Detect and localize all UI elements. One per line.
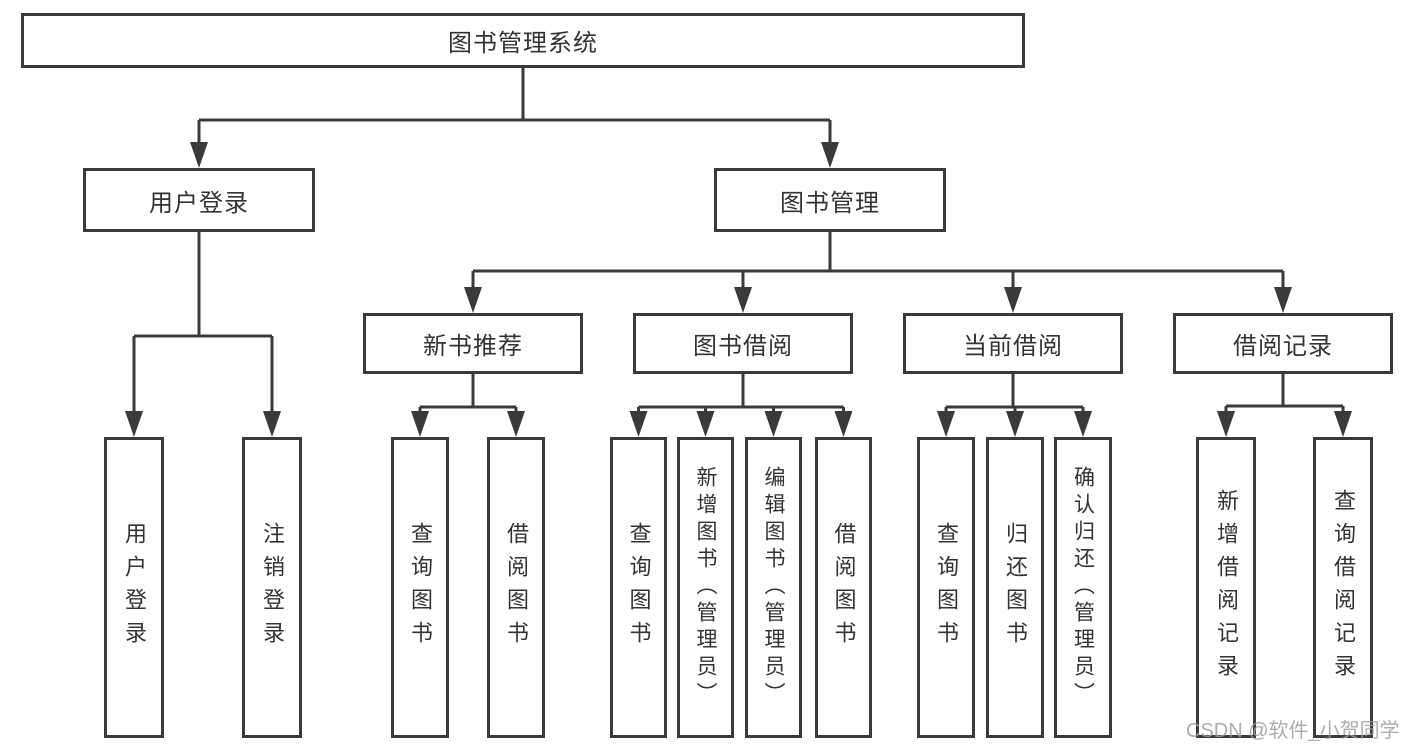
leaf-label: 借阅图书: [504, 521, 529, 654]
leaf-query-books-recommend: 查询图书: [391, 437, 449, 738]
leaf-edit-books-admin: 编辑图书（管理员）: [745, 437, 802, 738]
leaf-query-books-current: 查询图书: [917, 437, 975, 738]
leaf-label: 编辑图书（管理员）: [762, 466, 785, 709]
leaf-label: 用户登录: [122, 521, 147, 654]
leaf-label: 确认归还（管理员）: [1071, 466, 1095, 709]
csdn-watermark: CSDN @软件_小贺同学: [1186, 720, 1400, 742]
leaf-add-borrow-record: 新增借阅记录: [1196, 437, 1256, 738]
leaf-label: 查询图书: [408, 521, 433, 654]
node-label: 图书管理: [780, 189, 880, 217]
leaf-query-books-borrowing: 查询图书: [610, 437, 667, 738]
node-label: 用户登录: [149, 189, 249, 217]
leaf-label: 借阅图书: [831, 521, 857, 654]
node-new-book-recommend: 新书推荐: [363, 313, 583, 374]
leaf-label: 查询借阅记录: [1331, 488, 1356, 687]
node-book-borrowing: 图书借阅: [633, 313, 853, 374]
node-label: 新书推荐: [423, 333, 523, 360]
leaf-label: 归还图书: [1003, 521, 1028, 654]
node-label: 借阅记录: [1233, 333, 1333, 360]
leaf-label: 新增借阅记录: [1214, 488, 1239, 687]
leaf-label: 查询图书: [626, 521, 652, 654]
leaf-query-borrow-record: 查询借阅记录: [1313, 437, 1373, 738]
leaf-label: 新增图书（管理员）: [694, 466, 717, 709]
leaf-label: 注销登录: [260, 521, 285, 654]
node-label: 图书管理系统: [448, 30, 598, 57]
leaf-borrow-books-recommend: 借阅图书: [487, 437, 545, 738]
leaf-user-login: 用户登录: [104, 437, 164, 738]
leaf-label: 查询图书: [934, 521, 959, 654]
node-current-borrowing: 当前借阅: [903, 313, 1123, 374]
node-label: 当前借阅: [963, 333, 1063, 360]
node-library-system: 图书管理系统: [21, 13, 1025, 68]
leaf-return-books: 归还图书: [986, 437, 1044, 738]
leaf-borrow-books: 借阅图书: [815, 437, 872, 738]
leaf-add-books-admin: 新增图书（管理员）: [677, 437, 734, 738]
node-borrowing-records: 借阅记录: [1173, 313, 1393, 374]
node-user-login: 用户登录: [83, 168, 315, 232]
leaf-confirm-return-admin: 确认归还（管理员）: [1054, 437, 1112, 738]
node-label: 图书借阅: [693, 333, 793, 360]
leaf-logout: 注销登录: [242, 437, 302, 738]
node-book-management: 图书管理: [714, 168, 946, 232]
